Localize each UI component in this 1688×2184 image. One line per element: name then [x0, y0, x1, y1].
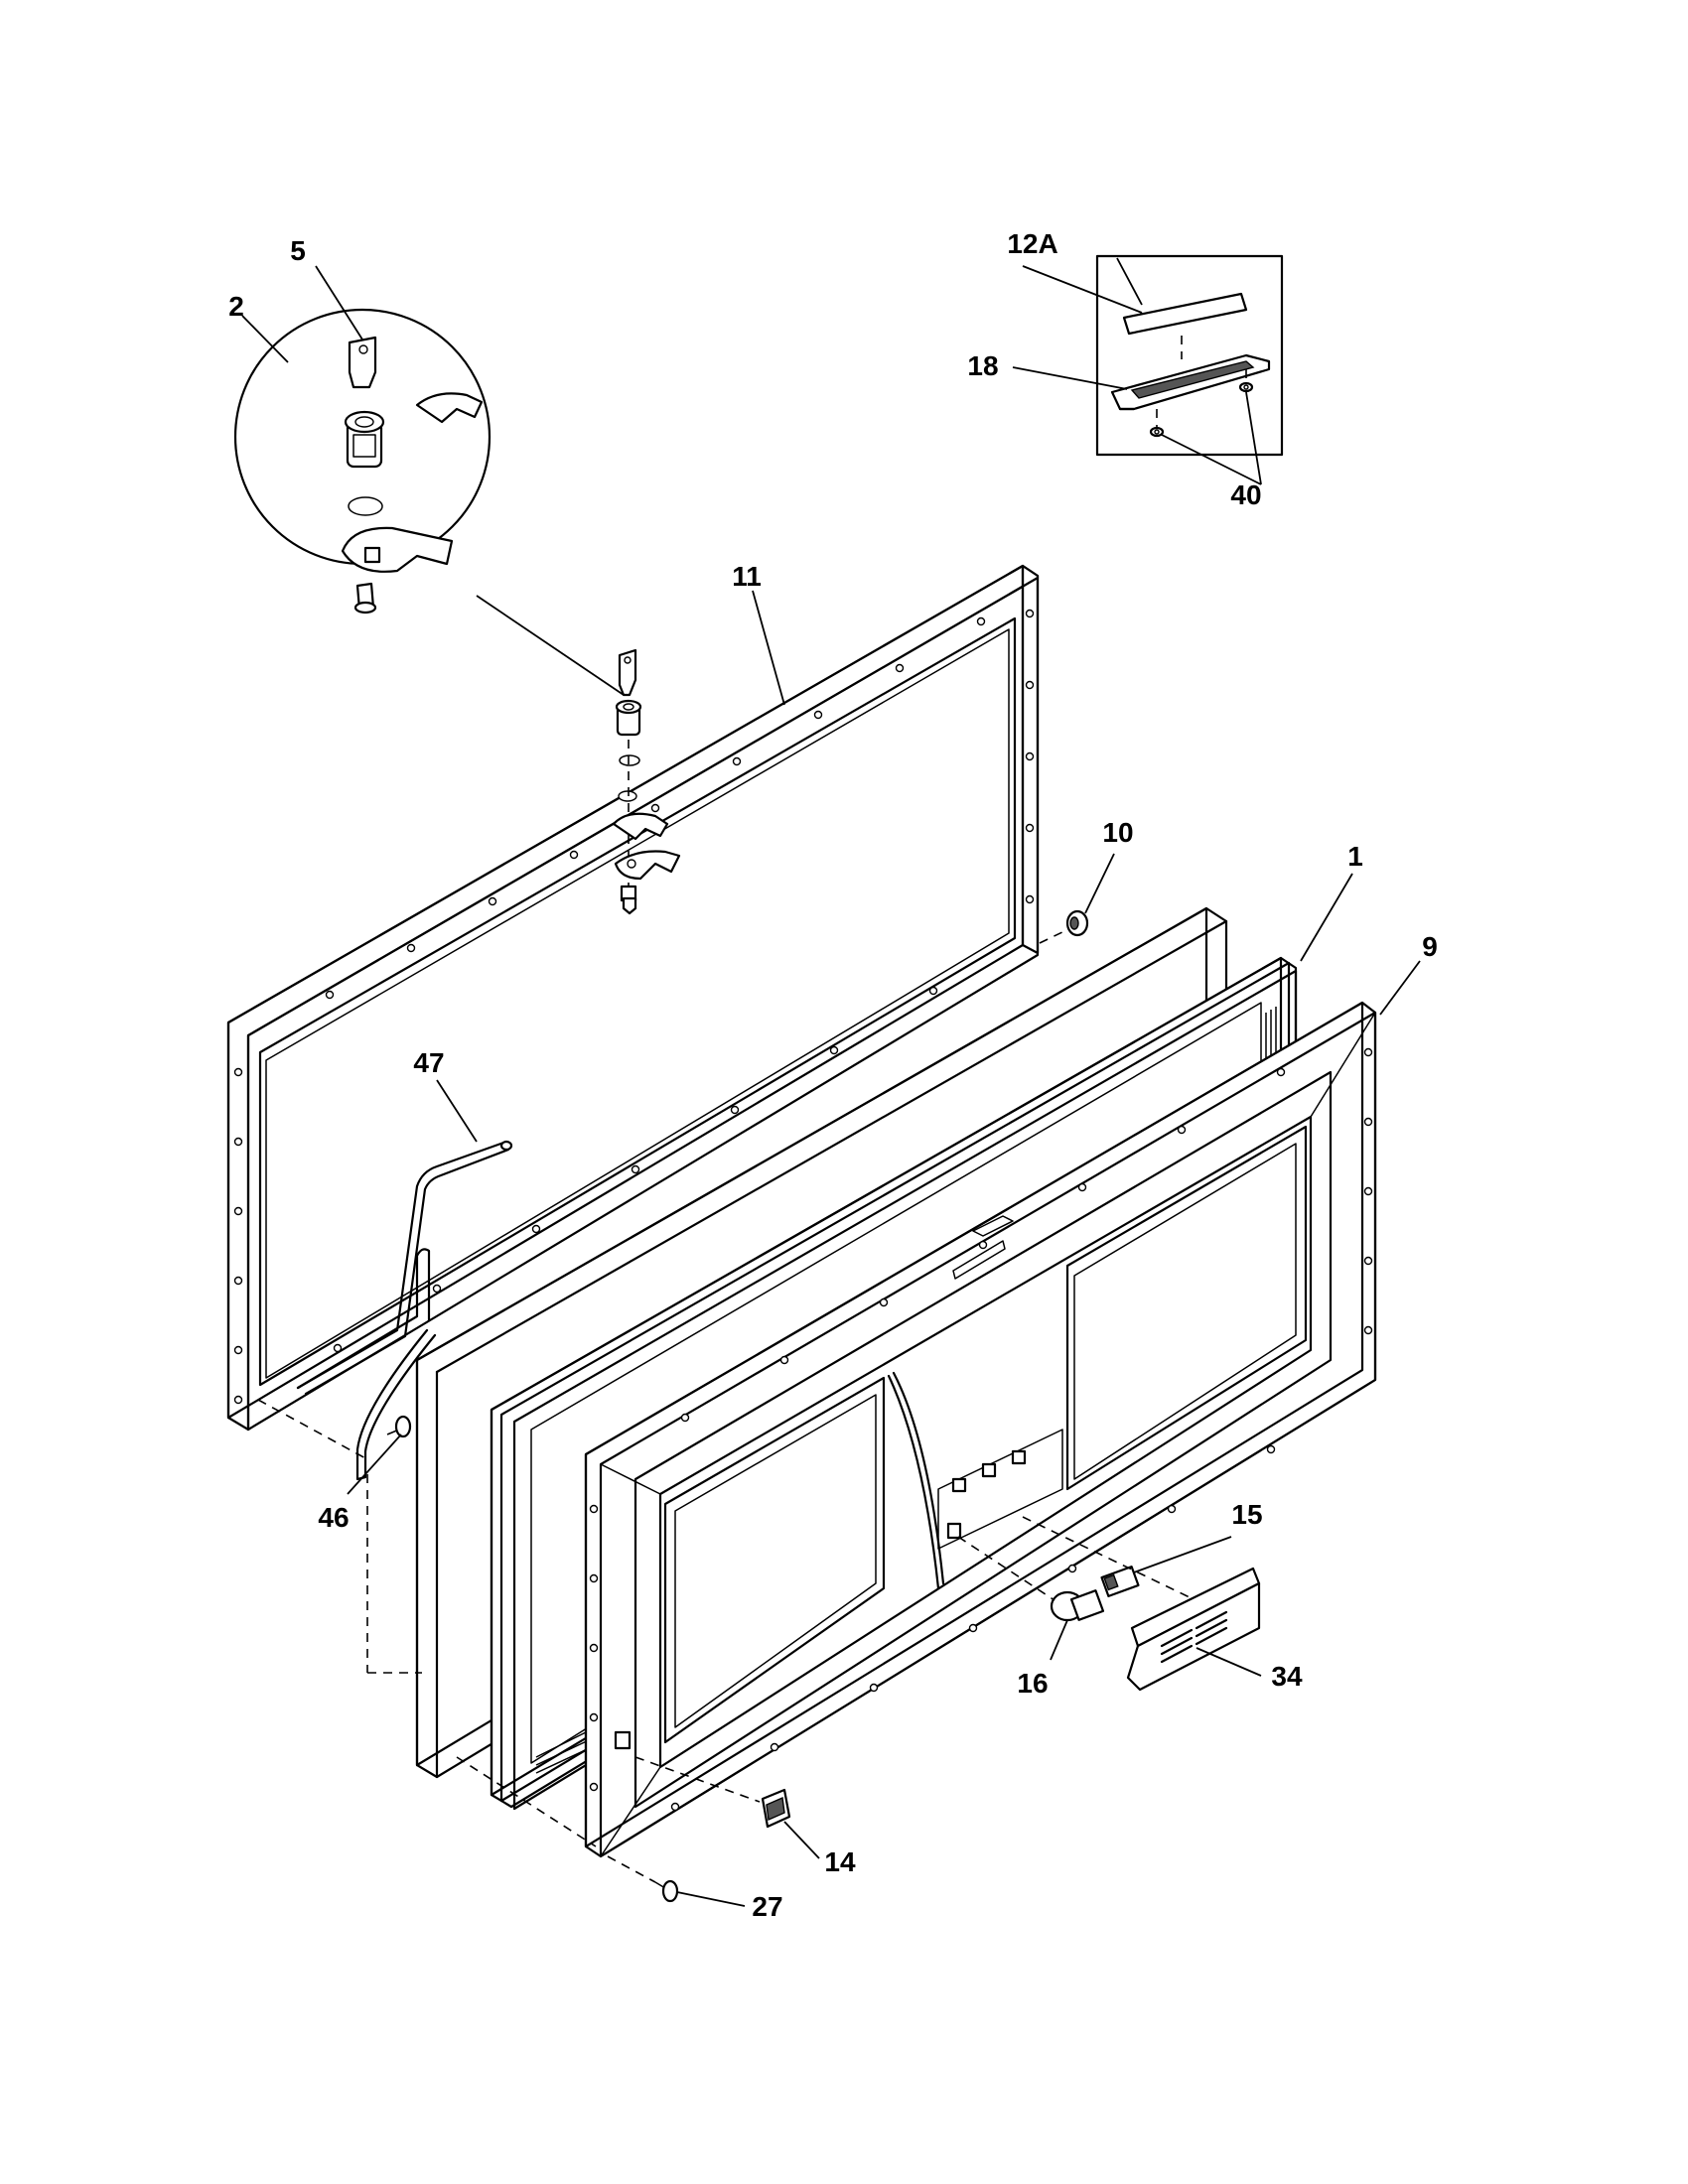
callout-18: 18	[967, 350, 998, 381]
callout-47: 47	[413, 1047, 444, 1078]
handle-detail-box	[1095, 254, 1284, 457]
knob-part-16	[957, 1536, 1105, 1622]
lock-assembly-exploded	[612, 648, 681, 915]
callout-14: 14	[824, 1846, 856, 1877]
grille-slots	[1160, 1610, 1228, 1664]
callout-2: 2	[228, 291, 244, 322]
door-panel-part-9	[584, 1001, 1377, 1858]
callout-46: 46	[318, 1502, 349, 1533]
lock-detail-magnifier	[233, 308, 625, 696]
grille-part-34	[1022, 1516, 1261, 1692]
callout-27: 27	[752, 1891, 782, 1922]
callout-16: 16	[1017, 1668, 1048, 1699]
callout-34: 34	[1271, 1661, 1303, 1692]
lid-frame-part-11	[226, 564, 1040, 1432]
door-panel-holes	[589, 1047, 1373, 1812]
hinge-screw-part-46	[386, 1415, 412, 1438]
leader-lines	[241, 257, 1421, 1907]
callout-11: 11	[732, 561, 762, 592]
screw-part-27	[607, 1855, 679, 1903]
lid-frame-holes	[233, 609, 1035, 1405]
callout-15: 15	[1231, 1499, 1262, 1530]
callout-5: 5	[290, 235, 306, 266]
switch-part-14	[634, 1756, 791, 1829]
callout-10: 10	[1102, 817, 1133, 848]
callout-40: 40	[1230, 479, 1261, 510]
thermostat-part-15	[1100, 1566, 1140, 1597]
callout-1: 1	[1347, 841, 1363, 872]
drain-tube-part-47	[296, 1140, 513, 1481]
screws-part-40	[1149, 369, 1254, 438]
bumper-part-10	[1039, 909, 1089, 944]
callout-12a: 12A	[1007, 228, 1057, 259]
callout-labels: 5 2 11 12A 18 40 10 1 9 47 46 15 16 34 1…	[228, 228, 1438, 1922]
callout-9: 9	[1422, 931, 1438, 962]
